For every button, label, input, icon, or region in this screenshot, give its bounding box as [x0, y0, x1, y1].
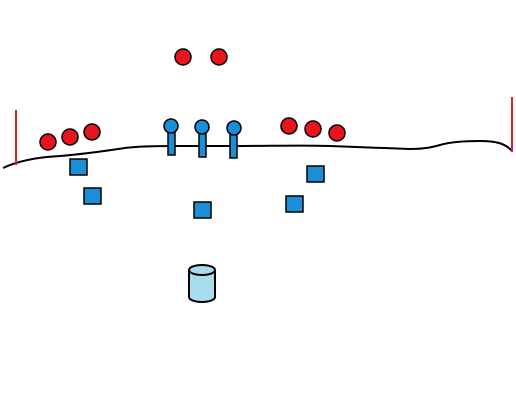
blue-pin[interactable]	[226, 120, 242, 159]
red-balls	[39, 48, 346, 151]
red-ball[interactable]	[83, 123, 101, 141]
red-ball[interactable]	[174, 48, 192, 66]
red-ball[interactable]	[304, 120, 322, 138]
bucket-rim	[188, 264, 216, 276]
red-ball[interactable]	[280, 117, 298, 135]
red-ball[interactable]	[210, 48, 228, 66]
red-ball[interactable]	[39, 133, 57, 151]
blue-block[interactable]	[193, 201, 212, 219]
blue-block[interactable]	[285, 195, 304, 213]
blue-block[interactable]	[83, 187, 102, 205]
blue-pins	[163, 118, 242, 159]
ground-line	[2, 139, 513, 169]
blue-block[interactable]	[69, 158, 88, 176]
bucket[interactable]	[188, 264, 216, 303]
blue-block[interactable]	[306, 165, 325, 183]
blue-blocks	[69, 158, 325, 219]
red-ball[interactable]	[61, 128, 79, 146]
blue-pin[interactable]	[163, 118, 179, 156]
red-ball[interactable]	[328, 124, 346, 142]
blue-pin[interactable]	[194, 119, 210, 158]
